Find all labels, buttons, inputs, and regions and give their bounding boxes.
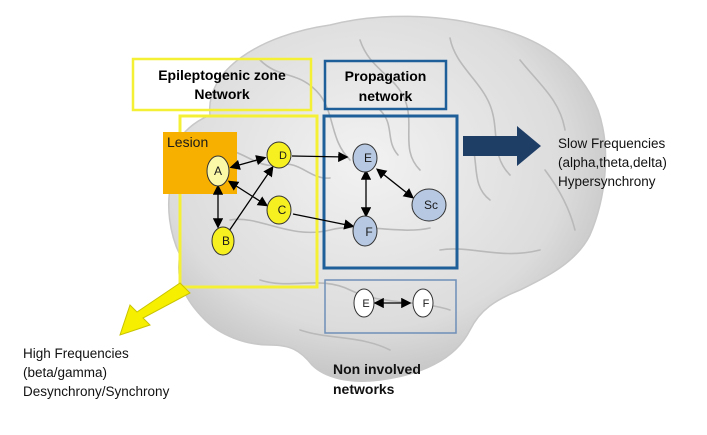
epileptogenic-header-box — [131, 57, 313, 112]
node-d: D — [266, 141, 292, 169]
epileptogenic-zone-box — [178, 114, 319, 289]
node-f-label: F — [365, 225, 372, 239]
non-involved-annotation: Non involved networks — [333, 359, 421, 399]
node-b: B — [211, 226, 235, 256]
node-a-label: A — [214, 164, 222, 178]
non-involved-line-1: Non involved — [333, 361, 421, 377]
edge-d-e — [291, 151, 349, 163]
node-f: F — [352, 215, 378, 247]
propagation-header-box — [323, 59, 448, 111]
slow-line-2: (alpha,theta,delta) — [558, 155, 667, 170]
non-involved-line-2: networks — [333, 381, 395, 397]
node-c: C — [266, 195, 292, 225]
slow-line-1: Slow Frequencies — [558, 136, 666, 151]
edge-b-d — [228, 165, 274, 232]
lesion-label: Lesion — [167, 134, 209, 150]
edge-a-d — [229, 155, 267, 170]
slow-frequencies-annotation: Slow Frequencies (alpha,theta,delta) Hyp… — [558, 134, 667, 191]
edge-e-sc — [375, 168, 415, 199]
high-frequencies-arrow — [119, 282, 191, 336]
non-involved-networks-box — [324, 279, 457, 334]
node-f2-label: F — [423, 298, 430, 310]
high-line-1: High Frequencies — [23, 346, 129, 361]
slow-line-3: Hypersynchrony — [558, 174, 656, 189]
slow-frequencies-arrow — [463, 126, 541, 166]
node-f-uninvolved: F — [412, 288, 434, 318]
node-b-label: B — [222, 234, 230, 248]
propagation-network-box — [322, 114, 459, 270]
node-c-label: C — [278, 203, 287, 217]
node-sc: Sc — [411, 188, 447, 222]
node-e: E — [352, 143, 378, 173]
high-line-3: Desynchrony/Synchrony — [23, 384, 170, 399]
edge-c-f — [292, 213, 355, 230]
node-e-label: E — [364, 151, 372, 165]
node-a: A — [206, 155, 230, 187]
propagation-header: Propagation network — [344, 68, 427, 104]
node-e2-label: E — [362, 298, 369, 310]
node-d-label: D — [279, 150, 287, 162]
node-sc-label: Sc — [424, 198, 438, 212]
high-line-2: (beta/gamma) — [23, 365, 108, 380]
brain-silhouette — [167, 15, 607, 382]
high-frequencies-annotation: High Frequencies (beta/gamma) Desynchron… — [23, 344, 169, 401]
node-e-uninvolved: E — [353, 288, 375, 318]
edge-a-c — [227, 180, 269, 207]
epileptogenic-header: Epileptogenic zone Network — [158, 67, 286, 102]
network-edges — [212, 151, 415, 309]
